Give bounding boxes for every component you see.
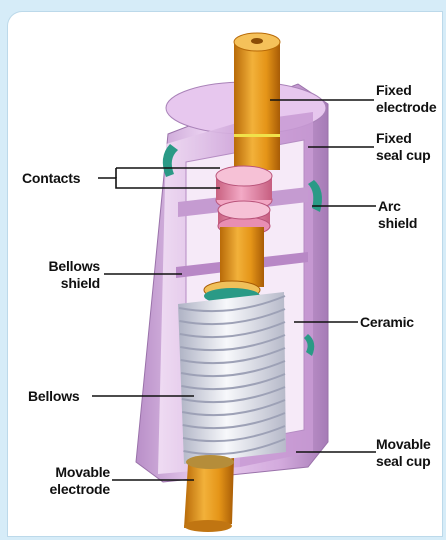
leader-contacts [98,178,128,188]
label-fixed-seal-cup: Fixed seal cup [376,130,430,164]
label-bellows: Bellows [28,388,80,405]
diagram-frame: Fixed electrode Fixed seal cup Contacts … [8,12,442,536]
contacts [216,166,272,235]
label-ceramic: Ceramic [360,314,414,331]
label-fixed-electrode: Fixed electrode [376,82,436,116]
label-movable-seal-cup: Movable seal cup [376,436,431,470]
label-bellows-shield: Bellows shield [38,258,100,292]
label-contacts: Contacts [22,170,80,187]
movable-electrode [184,455,234,532]
bellows [178,292,286,464]
label-movable-electrode: Movable electrode [26,464,110,498]
bellows-body [178,292,286,464]
label-arc-shield: Arc shield [378,198,442,232]
fixed-electrode [234,33,280,170]
